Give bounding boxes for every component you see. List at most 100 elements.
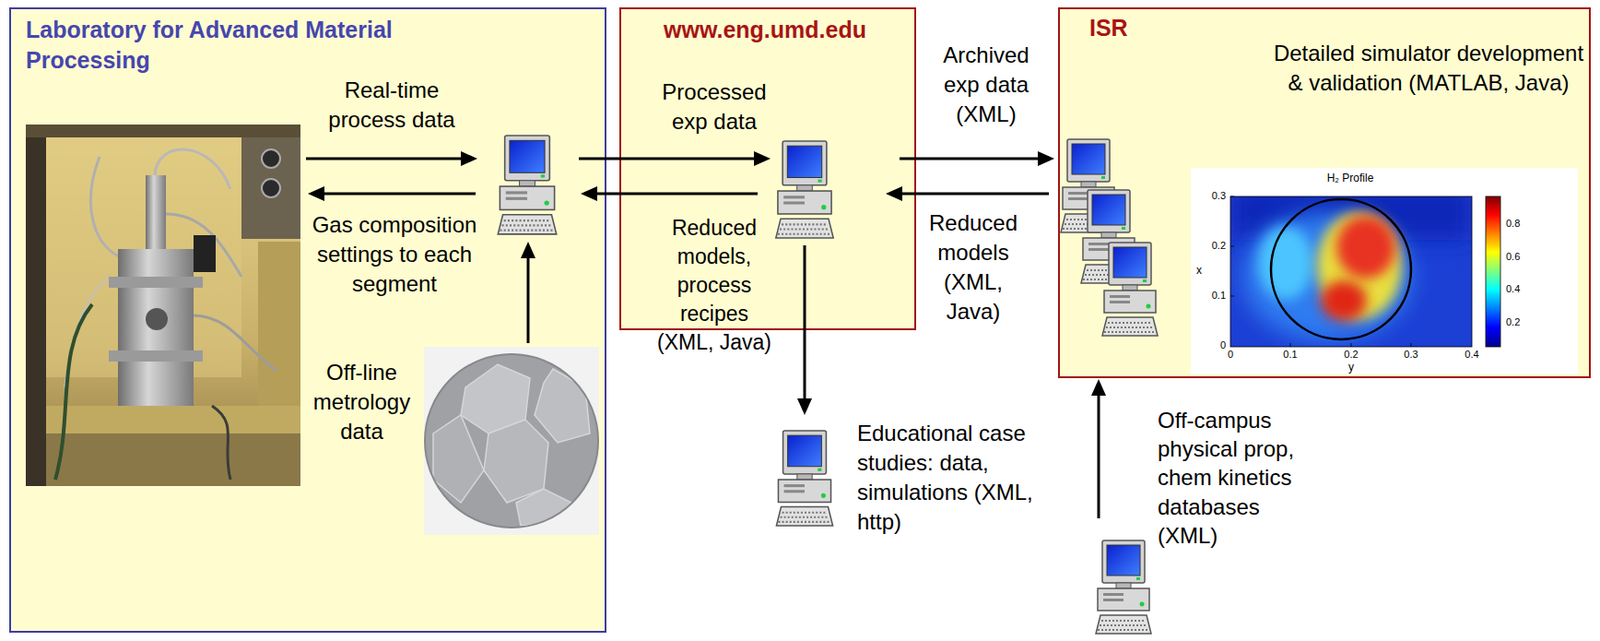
lab-arrows-part bbox=[324, 192, 476, 196]
panel-text-slot: Detailed simulator development & validat… bbox=[1271, 38, 1586, 98]
reactor-photo-part bbox=[46, 433, 301, 486]
plot-label: 0 bbox=[1196, 339, 1226, 352]
reactor-photo-part bbox=[90, 156, 130, 260]
reactor-photo-part bbox=[211, 405, 231, 480]
station-caption-slot: Educational case studies: data, simulati… bbox=[857, 418, 1056, 537]
plot-label-slot: 0.2 bbox=[1336, 348, 1366, 361]
plot-label: 0.2 bbox=[1336, 348, 1366, 361]
panel-text: Detailed simulator development & validat… bbox=[1271, 38, 1586, 98]
arrow-head bbox=[1091, 378, 1106, 396]
data-flow-arrow bbox=[899, 151, 1055, 166]
lab-arrows-part bbox=[527, 258, 530, 343]
edge-label: Reduced models, process recipes (XML, Ja… bbox=[649, 213, 779, 357]
edge-label-slot: Reduced models, process recipes (XML, Ja… bbox=[649, 213, 779, 357]
h2-profile-plot-part bbox=[1230, 196, 1412, 347]
lab-arrows-part bbox=[460, 151, 478, 166]
h2-profile-plot-part bbox=[1270, 199, 1412, 340]
panel-title-slot: ISR bbox=[1089, 12, 1200, 44]
edge-label: Archived exp data (XML) bbox=[930, 40, 1042, 130]
arrow-line bbox=[1097, 393, 1101, 518]
h2-profile-plot-part bbox=[1230, 196, 1472, 347]
edge-label-slot: Reduced models (XML, Java) bbox=[921, 208, 1025, 327]
reactor-photo-part bbox=[117, 248, 194, 408]
plot-label: 0.8 bbox=[1505, 217, 1536, 230]
flow-label: Real-time process data bbox=[308, 75, 475, 135]
plot-label: 0.1 bbox=[1196, 289, 1226, 302]
h2-profile-plot-part bbox=[1411, 342, 1412, 347]
flow-label: Gas composition settings to each segment bbox=[302, 210, 487, 299]
data-flow-arrow bbox=[580, 186, 758, 201]
station-caption: Off-campus physical prop, chem kinetics … bbox=[1157, 405, 1320, 550]
plot-label-slot: 0.6 bbox=[1505, 250, 1536, 263]
arrow-line bbox=[803, 245, 807, 400]
reactor-photo-part bbox=[258, 241, 301, 406]
plot-label-slot: x bbox=[1192, 263, 1206, 277]
reactor-photo-part bbox=[154, 149, 231, 189]
h2-profile-plot-part bbox=[1230, 196, 1472, 347]
arrow-head bbox=[580, 186, 598, 201]
plot-label: 0.3 bbox=[1196, 189, 1226, 202]
wafer-photo-part bbox=[534, 368, 590, 443]
arrow-line bbox=[899, 157, 1040, 161]
wafer-photo-part bbox=[516, 488, 572, 526]
reactor-photo-part bbox=[145, 175, 166, 251]
computer-icons bbox=[497, 135, 1158, 634]
wafer-photo-part bbox=[423, 346, 600, 535]
h2-profile-plot-part bbox=[1485, 196, 1501, 347]
arrow-line bbox=[595, 192, 758, 196]
flow-label-slot: Real-time process data bbox=[308, 75, 475, 135]
reactor-photo-part bbox=[261, 178, 281, 198]
plot-label-slot: 0.2 bbox=[1196, 239, 1226, 252]
arrow-head bbox=[753, 151, 771, 166]
reactor-photo-part bbox=[25, 124, 47, 486]
data-flow-arrow bbox=[797, 245, 812, 415]
h2-profile-plot-part bbox=[1320, 280, 1367, 321]
plot-label-slot: 0.4 bbox=[1457, 348, 1487, 361]
station-caption: Educational case studies: data, simulati… bbox=[857, 418, 1056, 537]
reactor-photo-part bbox=[108, 350, 203, 362]
edge-label-slot: Processed exp data bbox=[649, 77, 779, 137]
reactor-photo-part bbox=[261, 149, 281, 168]
flow-label: Off-line metrology data bbox=[304, 357, 420, 447]
plot-label: y bbox=[1344, 361, 1358, 375]
plot-label-slot: 0.8 bbox=[1505, 217, 1536, 230]
plot-label: x bbox=[1192, 263, 1206, 277]
computer-icons-part bbox=[776, 141, 834, 238]
h2-profile-plot-part bbox=[1230, 246, 1235, 248]
panel-title-slot: www.eng.umd.edu bbox=[619, 14, 911, 46]
flow-label-slot: Off-line metrology data bbox=[304, 357, 420, 447]
wafer-photo-part bbox=[433, 364, 590, 526]
data-flow-arrow bbox=[1091, 378, 1106, 518]
plot-label-slot: 0.3 bbox=[1396, 348, 1426, 361]
plot-label: 0.2 bbox=[1505, 316, 1536, 329]
arrow-head bbox=[885, 186, 903, 201]
panel-title: ISR bbox=[1089, 12, 1200, 44]
reactor-photo-part bbox=[193, 235, 216, 272]
reactor-photo bbox=[25, 124, 301, 486]
reactor-photo-part bbox=[193, 315, 277, 371]
reactor-photo-part bbox=[64, 276, 111, 388]
h2-profile-plot-part bbox=[1258, 225, 1314, 300]
h2-profile-plot-part bbox=[1230, 196, 1235, 198]
plot-label-slot: 0.2 bbox=[1505, 316, 1536, 329]
arrow-line bbox=[578, 157, 756, 161]
plot-label: 0.3 bbox=[1396, 348, 1426, 361]
arrow-head bbox=[797, 398, 812, 415]
computer-icons-part bbox=[497, 135, 556, 235]
computer-icons-part bbox=[1102, 242, 1158, 336]
reactor-photo-part bbox=[46, 405, 301, 434]
lab-arrows-part bbox=[520, 241, 536, 259]
data-flow-arrow bbox=[578, 151, 771, 166]
h2-profile-plot-part bbox=[1230, 295, 1235, 297]
panel-title: www.eng.umd.edu bbox=[619, 14, 911, 46]
arrow-head bbox=[1037, 151, 1055, 166]
edge-label-slot: Archived exp data (XML) bbox=[930, 40, 1042, 130]
plot-label-slot: 0.3 bbox=[1196, 189, 1226, 202]
reactor-photo-part bbox=[25, 124, 301, 486]
panel-title-slot: Laboratory for Advanced Material Process… bbox=[25, 14, 469, 75]
plot-label: 0.6 bbox=[1505, 250, 1536, 263]
h2-profile-plot-part bbox=[1290, 342, 1292, 347]
plot-label: 0.2 bbox=[1196, 239, 1226, 252]
